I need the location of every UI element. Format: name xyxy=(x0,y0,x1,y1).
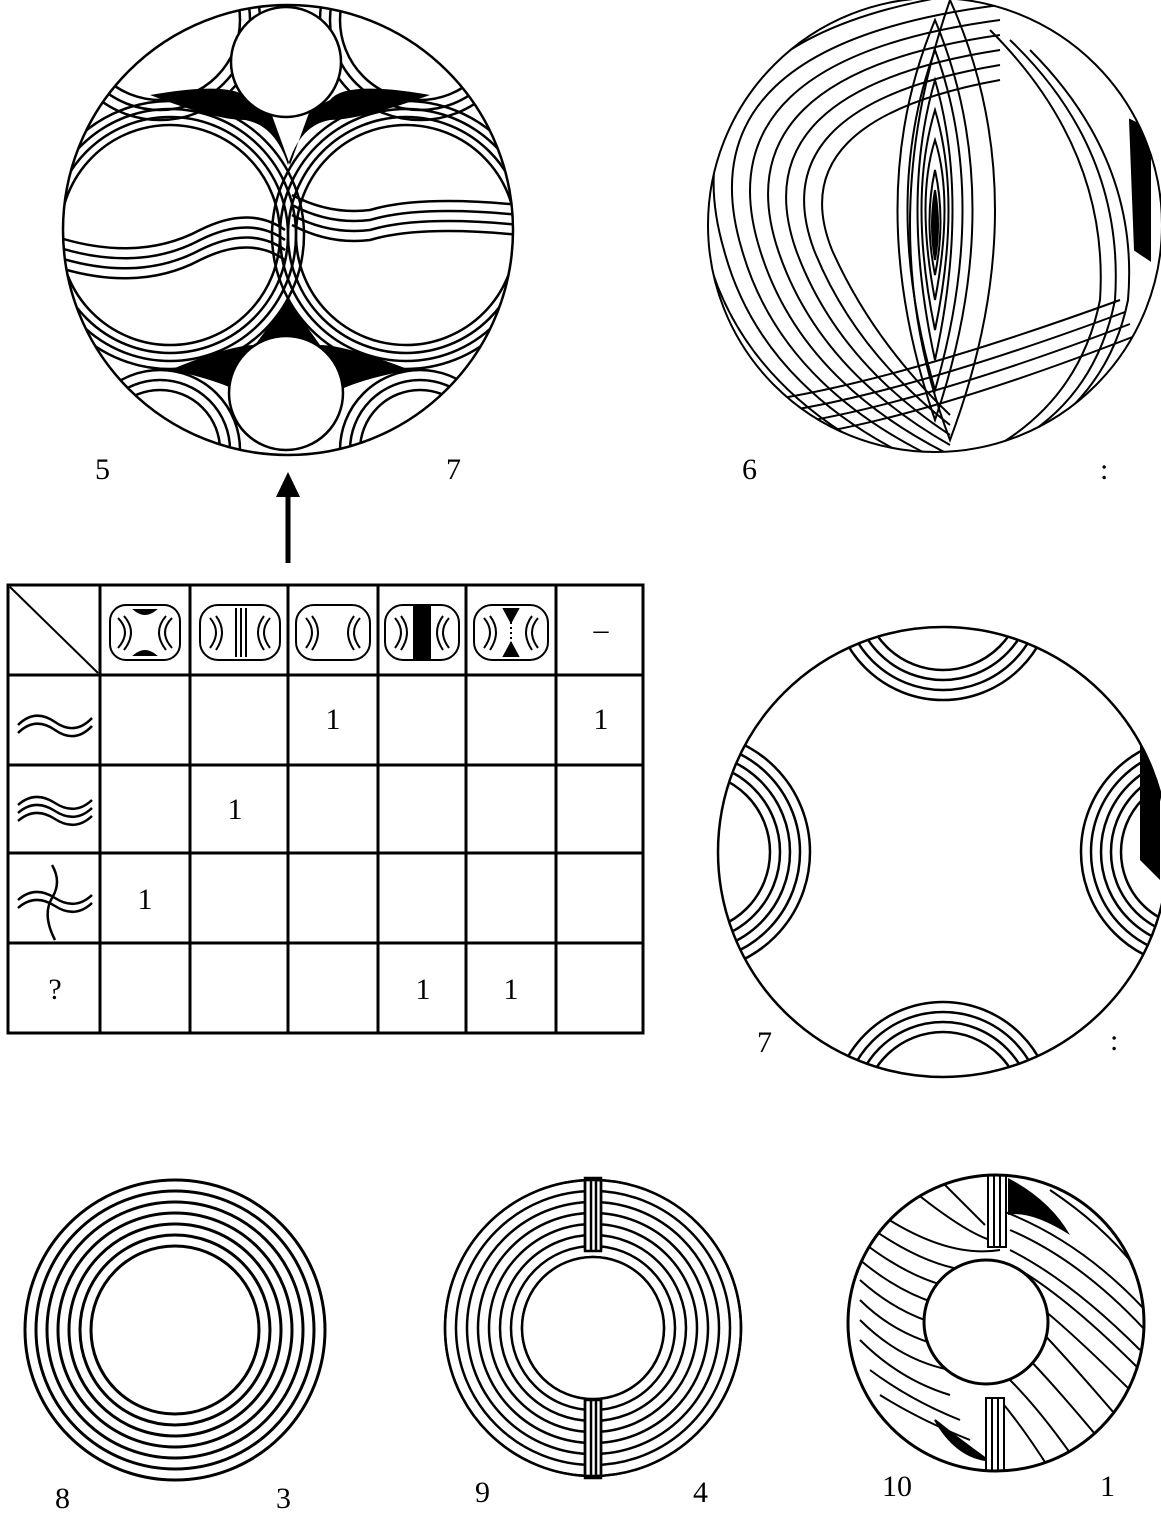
header-icon-1 xyxy=(110,605,180,660)
fig6-label-right: : xyxy=(1100,455,1108,485)
fig7-outline xyxy=(718,627,1161,1077)
table-row4-label: ? xyxy=(10,975,100,1005)
row-symbol-3 xyxy=(18,865,92,940)
figure-6-disc xyxy=(695,0,1161,485)
fig6-label-left: 6 xyxy=(742,455,757,485)
fig9-label-left: 9 xyxy=(475,1478,490,1508)
table-grid xyxy=(8,585,643,1033)
fig5-label-left: 5 xyxy=(95,455,110,485)
header-icon-4 xyxy=(385,605,459,660)
figure-7-disc xyxy=(570,480,1161,1222)
fig5-label-right: 7 xyxy=(446,455,461,485)
fig10-label-left: 10 xyxy=(882,1472,912,1502)
table-header-dash: – xyxy=(556,615,646,645)
table-cell-r1c6: 1 xyxy=(556,705,646,735)
fig8-label-right: 3 xyxy=(276,1484,291,1514)
table-cell-r2c2: 1 xyxy=(190,795,280,825)
table-cell-r3c1: 1 xyxy=(100,885,190,915)
figure-8-disc xyxy=(25,1180,325,1480)
arrow-up-icon xyxy=(276,472,300,563)
figure-9-disc xyxy=(445,1178,741,1478)
fig7-label-left: 7 xyxy=(757,1028,772,1058)
row-symbol-1 xyxy=(18,716,92,736)
fig10-label-right: 1 xyxy=(1100,1472,1115,1502)
row-symbol-2 xyxy=(18,797,92,825)
table-cell-r4c5: 1 xyxy=(466,975,556,1005)
figure-5-disc xyxy=(36,0,540,530)
header-icon-2 xyxy=(200,605,280,660)
header-icon-5 xyxy=(474,605,548,660)
table-cell-r4c4: 1 xyxy=(378,975,468,1005)
fig9-label-right: 4 xyxy=(693,1478,708,1508)
fig7-label-right: : xyxy=(1110,1026,1118,1056)
figure-10-disc xyxy=(848,1170,1145,1473)
header-icon-3 xyxy=(296,605,370,660)
table-cell-r1c3: 1 xyxy=(288,705,378,735)
fig8-label-left: 8 xyxy=(55,1484,70,1514)
